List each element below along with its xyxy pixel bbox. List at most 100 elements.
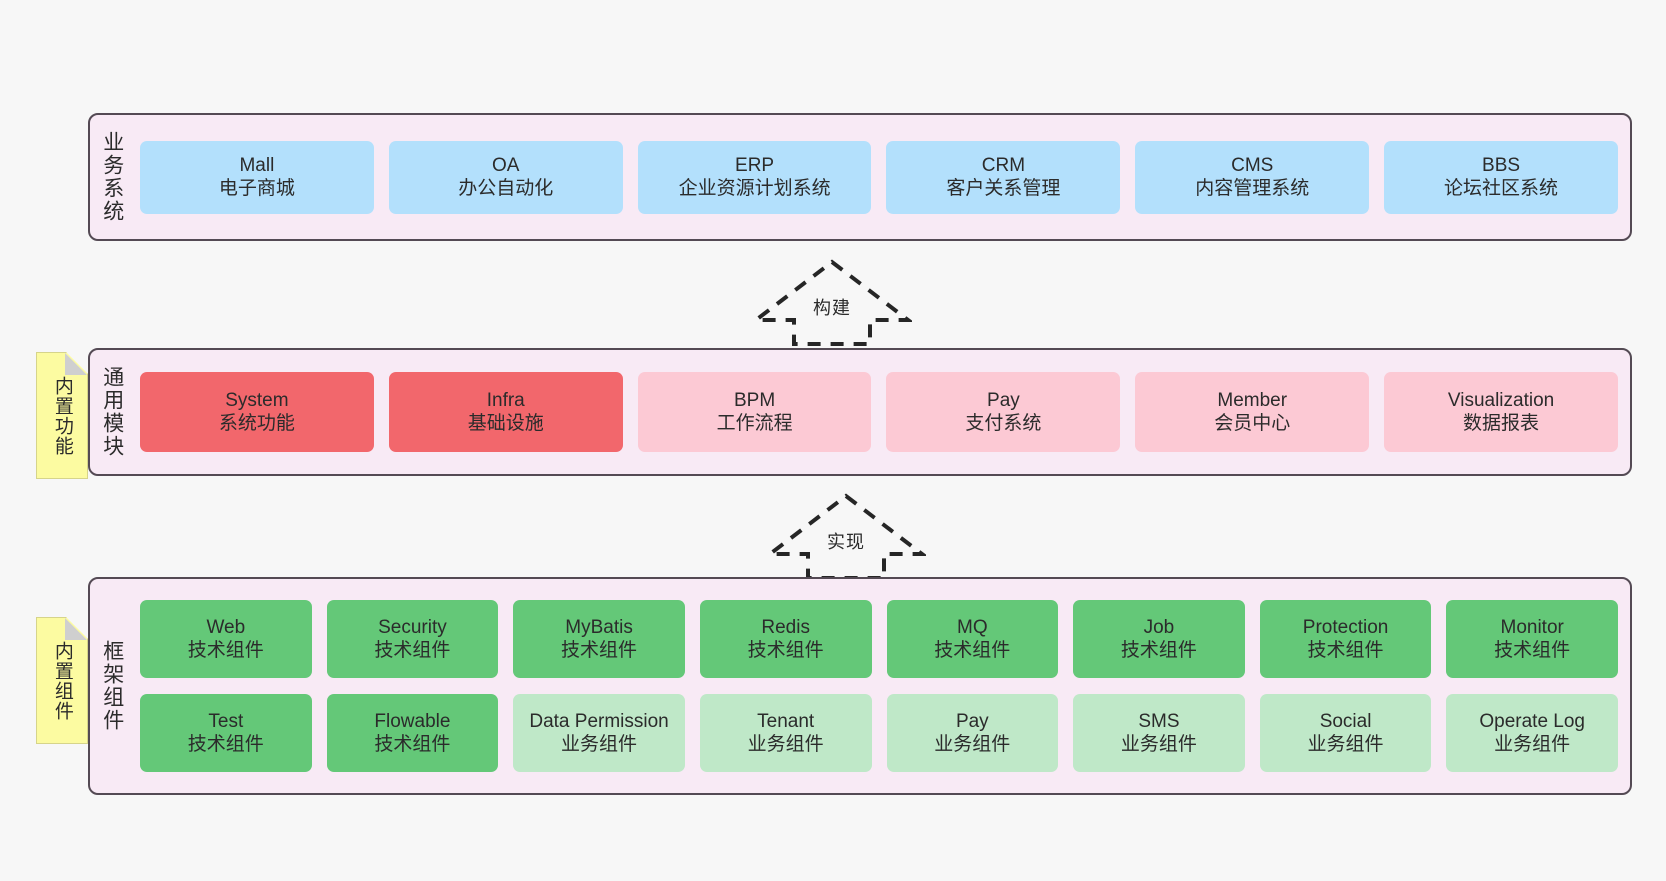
node-visualization[interactable]: Visualization 数据报表	[1384, 372, 1618, 452]
business-node-row: Mall 电子商城 OA 办公自动化 ERP 企业资源计划系统 CRM 客户关系…	[140, 140, 1618, 214]
node-sms-title: SMS	[1138, 710, 1180, 732]
layer-framework-component-body: Web 技术组件 Security 技术组件 MyBatis 技术组件 Redi…	[134, 579, 1630, 793]
layer-common-module: 通用模块 System 系统功能 Infra 基础设施 BPM 工作流程 Pay…	[88, 348, 1632, 476]
node-system[interactable]: System 系统功能	[140, 372, 374, 452]
node-flowable-title: Flowable	[374, 710, 451, 732]
node-web[interactable]: Web 技术组件	[140, 600, 312, 678]
node-monitor-title: Monitor	[1500, 616, 1564, 638]
node-pay-component-title: Pay	[955, 710, 989, 732]
node-social-title: Social	[1319, 710, 1372, 732]
node-cms-title: CMS	[1231, 154, 1274, 176]
node-data-permission[interactable]: Data Permission 业务组件	[513, 694, 685, 772]
node-redis[interactable]: Redis 技术组件	[699, 600, 872, 678]
node-member-title: Member	[1217, 389, 1288, 411]
node-pay-module[interactable]: Pay 支付系统	[886, 372, 1121, 452]
node-crm[interactable]: CRM 客户关系管理	[886, 140, 1121, 214]
node-member-subtitle: 会员中心	[1214, 413, 1291, 434]
node-protection[interactable]: Protection 技术组件	[1259, 600, 1432, 678]
arrow-implement-shape	[764, 493, 928, 580]
node-web-subtitle: 技术组件	[187, 640, 264, 661]
node-mq-subtitle: 技术组件	[934, 640, 1011, 661]
node-mybatis-subtitle: 技术组件	[561, 640, 638, 661]
node-mybatis-title: MyBatis	[565, 616, 633, 638]
node-infra[interactable]: Infra 基础设施	[388, 372, 623, 452]
node-redis-title: Redis	[761, 616, 810, 638]
node-mybatis[interactable]: MyBatis 技术组件	[513, 600, 685, 678]
node-infra-subtitle: 基础设施	[467, 413, 544, 434]
note-builtin-component-label: 内置组件	[51, 640, 73, 721]
node-operate-log-subtitle: 业务组件	[1494, 734, 1571, 755]
note-fold-icon	[65, 618, 87, 640]
node-tenant-subtitle: 业务组件	[747, 734, 824, 755]
node-member[interactable]: Member 会员中心	[1135, 372, 1370, 452]
layer-framework-component: 框架组件 Web 技术组件 Security 技术组件 MyBatis 技术组件…	[88, 577, 1632, 795]
node-visualization-title: Visualization	[1447, 389, 1555, 411]
node-data-permission-subtitle: 业务组件	[561, 734, 638, 755]
node-pay-component[interactable]: Pay 业务组件	[886, 694, 1059, 772]
layer-business-system: 业务系统 Mall 电子商城 OA 办公自动化 ERP 企业资源计划系统 CRM…	[88, 113, 1632, 241]
node-system-subtitle: 系统功能	[218, 413, 295, 434]
node-security[interactable]: Security 技术组件	[326, 600, 499, 678]
layer-framework-component-title: 框架组件	[100, 640, 124, 732]
node-bbs-subtitle: 论坛社区系统	[1444, 178, 1559, 199]
node-visualization-subtitle: 数据报表	[1463, 413, 1540, 434]
node-job[interactable]: Job 技术组件	[1073, 600, 1245, 678]
note-builtin-component: 内置组件	[36, 617, 88, 744]
node-flowable-subtitle: 技术组件	[374, 734, 451, 755]
note-fold-icon	[65, 353, 87, 375]
node-bbs[interactable]: BBS 论坛社区系统	[1384, 140, 1618, 214]
node-mall-subtitle: 电子商城	[218, 178, 295, 199]
node-bpm-title: BPM	[733, 389, 776, 411]
node-system-title: System	[225, 389, 289, 411]
arrow-build: 构建	[750, 258, 914, 346]
node-mall[interactable]: Mall 电子商城	[140, 140, 374, 214]
node-erp-subtitle: 企业资源计划系统	[678, 178, 831, 199]
node-oa-title: OA	[492, 154, 520, 176]
node-web-title: Web	[206, 616, 246, 638]
node-monitor[interactable]: Monitor 技术组件	[1446, 600, 1618, 678]
node-bpm[interactable]: BPM 工作流程	[637, 372, 872, 452]
node-monitor-subtitle: 技术组件	[1494, 640, 1571, 661]
node-mall-title: Mall	[239, 154, 275, 176]
note-builtin-function: 内置功能	[36, 352, 88, 479]
node-job-title: Job	[1143, 616, 1175, 638]
node-pay-module-subtitle: 支付系统	[965, 413, 1042, 434]
framework-biz-row: Test 技术组件 Flowable 技术组件 Data Permission …	[140, 694, 1618, 772]
node-security-title: Security	[378, 616, 447, 638]
layer-common-module-body: System 系统功能 Infra 基础设施 BPM 工作流程 Pay 支付系统…	[134, 350, 1630, 474]
arrow-implement: 实现	[764, 492, 928, 580]
node-erp-title: ERP	[735, 154, 775, 176]
node-infra-title: Infra	[486, 389, 525, 411]
node-oa[interactable]: OA 办公自动化	[388, 140, 623, 214]
layer-business-system-title: 业务系统	[100, 131, 124, 223]
node-social-subtitle: 业务组件	[1307, 734, 1384, 755]
node-job-subtitle: 技术组件	[1120, 640, 1197, 661]
node-redis-subtitle: 技术组件	[747, 640, 824, 661]
node-protection-title: Protection	[1302, 616, 1389, 638]
node-sms-subtitle: 业务组件	[1120, 734, 1197, 755]
node-mq[interactable]: MQ 技术组件	[886, 600, 1059, 678]
node-cms[interactable]: CMS 内容管理系统	[1135, 140, 1370, 214]
arrow-build-label: 构建	[813, 298, 851, 318]
node-sms[interactable]: SMS 业务组件	[1073, 694, 1245, 772]
layer-business-system-body: Mall 电子商城 OA 办公自动化 ERP 企业资源计划系统 CRM 客户关系…	[134, 115, 1630, 239]
framework-tech-row: Web 技术组件 Security 技术组件 MyBatis 技术组件 Redi…	[140, 600, 1618, 678]
node-mq-title: MQ	[957, 616, 988, 638]
node-bbs-title: BBS	[1482, 154, 1521, 176]
node-protection-subtitle: 技术组件	[1307, 640, 1384, 661]
node-crm-subtitle: 客户关系管理	[946, 178, 1061, 199]
node-pay-module-title: Pay	[987, 389, 1020, 411]
arrow-implement-label: 实现	[827, 532, 865, 552]
node-social[interactable]: Social 业务组件	[1259, 694, 1432, 772]
node-tenant[interactable]: Tenant 业务组件	[699, 694, 872, 772]
module-node-row: System 系统功能 Infra 基础设施 BPM 工作流程 Pay 支付系统…	[140, 372, 1618, 452]
node-flowable[interactable]: Flowable 技术组件	[326, 694, 499, 772]
node-operate-log-title: Operate Log	[1479, 710, 1585, 732]
node-cms-subtitle: 内容管理系统	[1195, 178, 1310, 199]
node-operate-log[interactable]: Operate Log 业务组件	[1446, 694, 1618, 772]
node-test[interactable]: Test 技术组件	[140, 694, 312, 772]
node-erp[interactable]: ERP 企业资源计划系统	[637, 140, 872, 214]
node-security-subtitle: 技术组件	[374, 640, 451, 661]
node-test-title: Test	[208, 710, 244, 732]
